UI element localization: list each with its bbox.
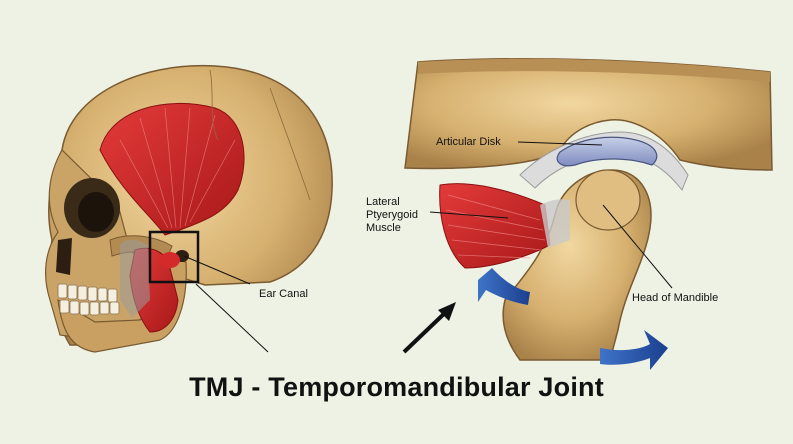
page-title: TMJ - Temporomandibular Joint [189, 372, 604, 402]
head-of-mandible-label: Head of Mandible [632, 292, 719, 304]
articular-disk-leader [517, 141, 603, 146]
lateral-pterygoid-muscle [439, 183, 551, 269]
joint-highlight-box [148, 230, 200, 284]
pointer-arrow-head [438, 302, 456, 321]
lateral-pterygoid-label: Lateral Ptyerygoid Muscle [366, 196, 436, 235]
joint-closeup [404, 58, 773, 370]
ear-canal-pointer [183, 255, 251, 285]
pointer-arrow [402, 308, 450, 354]
movement-arrow-upper [478, 268, 530, 305]
ear-canal-label: Ear Canal [259, 288, 308, 300]
lateral-pterygoid-label-line1: Lateral [366, 196, 400, 208]
lateral-pterygoid-label-line3: Muscle [366, 222, 401, 234]
skull-illustration [45, 64, 333, 353]
movement-arrow-lower [600, 330, 668, 370]
teeth [57, 283, 120, 316]
lateral-pterygoid-label-line2: Ptyerygoid [366, 209, 418, 221]
zoom-pointer-line [195, 283, 269, 353]
head-of-mandible-leader [602, 204, 673, 289]
temporalis-muscle [99, 102, 245, 236]
articular-disk-label: Articular Disk [436, 136, 501, 148]
lateral-pterygoid-leader [429, 211, 509, 219]
head-of-mandible [575, 169, 641, 231]
nasal-cavity [56, 238, 72, 275]
